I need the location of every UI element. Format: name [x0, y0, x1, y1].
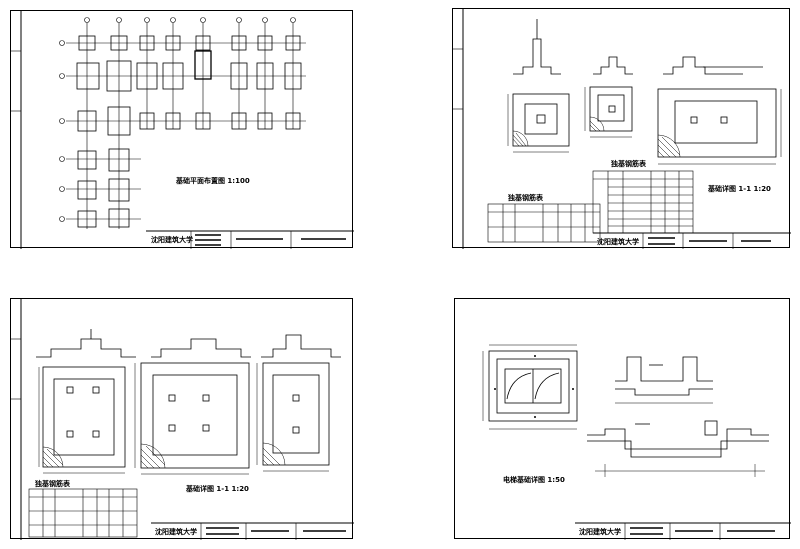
foundation-plan-drawing [11, 11, 354, 249]
foundation-details-drawing-2 [11, 299, 354, 540]
rebar-table-title: 独基钢筋表 [35, 480, 70, 488]
drawing-caption: 基础详图 1-1 1:20 [708, 185, 771, 193]
foundation-details-drawing [453, 9, 791, 249]
titleblock-school: 沈阳建筑大学 [597, 238, 639, 246]
drawing-caption: 电梯基础详图 1:50 [503, 476, 565, 484]
drawing-sheet-foundation-details-1: 独基钢筋表 独基钢筋表 基础详图 1-1 1:20 沈阳建筑大学 [452, 8, 791, 249]
rebar-table-title-right: 独基钢筋表 [611, 160, 646, 168]
drawing-caption: 基础详图 1-1 1:20 [186, 485, 249, 493]
drawing-sheet-elevator-pit: 电梯基础详图 1:50 沈阳建筑大学 [454, 298, 791, 540]
titleblock-school: 沈阳建筑大学 [151, 236, 193, 244]
titleblock-school: 沈阳建筑大学 [155, 528, 197, 536]
titleblock-school: 沈阳建筑大学 [579, 528, 621, 536]
rebar-table-title-left: 独基钢筋表 [508, 194, 543, 202]
drawing-caption: 基础平面布置图 1:100 [176, 177, 250, 185]
drawing-sheet-foundation-details-2: 独基钢筋表 基础详图 1-1 1:20 沈阳建筑大学 [10, 298, 354, 540]
drawing-sheet-foundation-plan: 基础平面布置图 1:100 沈阳建筑大学 [10, 10, 354, 249]
elevator-pit-drawing [482, 344, 791, 540]
